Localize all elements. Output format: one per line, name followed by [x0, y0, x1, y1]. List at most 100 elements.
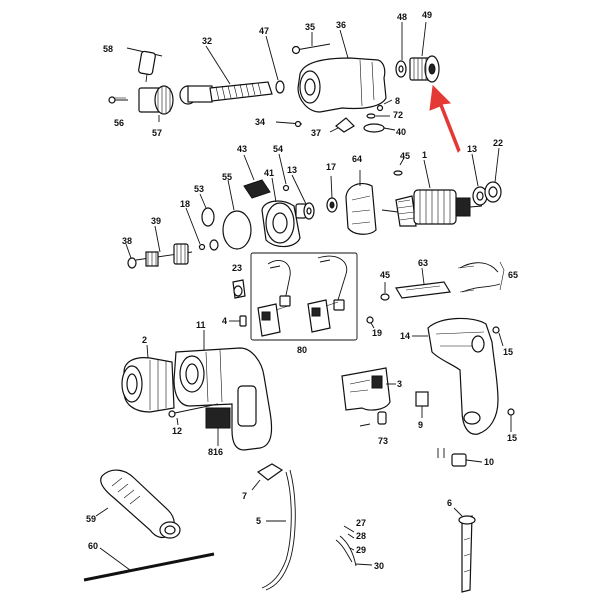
pin-18-part [185, 207, 206, 251]
screw-34-part [275, 120, 303, 128]
label-13-left: 13 [287, 165, 298, 175]
screw-4-part [229, 315, 247, 327]
chuck-part [138, 85, 174, 122]
spindle-ring-part [265, 35, 285, 94]
brush-kit-80-box [250, 252, 358, 341]
field-2-part [121, 344, 175, 413]
label-43: 43 [237, 144, 248, 154]
ring-40-part [363, 123, 396, 133]
washer-38-part [125, 243, 137, 269]
oring-55-part [222, 179, 252, 250]
label-53: 53 [194, 184, 205, 194]
switch-3-part [341, 367, 396, 411]
screw-15-bottom-part [507, 408, 515, 432]
label-15-bottom: 15 [507, 433, 518, 443]
ring-53-part [199, 193, 215, 227]
label-15-top: 15 [503, 347, 514, 357]
screw-8-part [376, 99, 393, 112]
label-4: 4 [222, 316, 228, 326]
label-40: 40 [396, 127, 407, 137]
label-1: 1 [422, 150, 428, 160]
label-49: 49 [422, 10, 433, 20]
label-39: 39 [151, 216, 162, 226]
spindle-part [179, 45, 273, 105]
part-9 [415, 391, 429, 418]
label-34: 34 [255, 117, 266, 127]
gear-housing-bolt-part [291, 32, 331, 55]
label-29: 29 [356, 545, 367, 555]
cable-5-part [261, 469, 296, 591]
label-47: 47 [259, 26, 270, 36]
label-37: 37 [311, 128, 322, 138]
strain-relief-7-part [251, 463, 284, 491]
screw-19-part [366, 316, 375, 329]
spring-72-part [366, 113, 390, 119]
label-27: 27 [356, 518, 367, 528]
label-18: 18 [180, 199, 191, 209]
armature-part [381, 159, 483, 227]
label-58: 58 [103, 44, 114, 54]
label-2: 2 [142, 335, 148, 345]
label-30: 30 [374, 561, 385, 571]
spring-54-part [278, 153, 290, 192]
label-9: 9 [418, 420, 424, 430]
label-63: 63 [418, 258, 429, 268]
screw-12-part [168, 403, 219, 426]
label-36: 36 [336, 20, 347, 30]
washer-45-mid-part [380, 282, 390, 301]
bearing-13-right-part [471, 153, 488, 206]
washer-small-part [209, 239, 219, 251]
label-55: 55 [222, 172, 233, 182]
washer-45-top-part [393, 157, 405, 176]
bearing-13-left-part [291, 174, 315, 220]
label-45-mid: 45 [380, 270, 391, 280]
gear-housing-part [297, 29, 387, 113]
tool-6-part [453, 507, 476, 593]
label-56: 56 [114, 118, 125, 128]
wire-set-65-part [457, 261, 505, 293]
label-65: 65 [508, 270, 519, 280]
washer-48-part [395, 22, 407, 78]
label-5: 5 [256, 516, 262, 526]
label-59: 59 [86, 514, 97, 524]
label-73: 73 [378, 436, 389, 446]
chuck-screw-part [108, 96, 128, 104]
suppressor-63-part [395, 267, 451, 299]
label-80: 80 [297, 345, 308, 355]
gear-49-part [409, 21, 440, 83]
trigger-73-part [359, 411, 387, 427]
label-72: 72 [393, 110, 404, 120]
motor-housing-11-part [173, 330, 273, 451]
handle-housing-14-part [412, 317, 499, 435]
label-54: 54 [273, 144, 284, 154]
side-handle-59-part [95, 469, 181, 539]
clip-23-part [232, 279, 246, 299]
housing-41-part [261, 177, 307, 248]
ring-22-part [484, 147, 502, 203]
label-3: 3 [397, 379, 403, 389]
label-10: 10 [484, 457, 495, 467]
wires-27-30-part [335, 525, 373, 567]
screw-15-top-part [492, 326, 504, 347]
label-13-right: 13 [467, 144, 478, 154]
depth-rod-60-part [83, 547, 215, 582]
label-19: 19 [372, 328, 383, 338]
label-38: 38 [122, 236, 133, 246]
label-32: 32 [202, 36, 213, 46]
label-60: 60 [88, 541, 99, 551]
baffle-64-part [345, 170, 377, 235]
label-6: 6 [447, 498, 453, 508]
label-22: 22 [493, 138, 504, 148]
label-23: 23 [232, 263, 243, 273]
label-28: 28 [356, 531, 367, 541]
selector-knob-37-part [329, 117, 355, 133]
intermediate-shaft-39-part [135, 225, 193, 267]
label-816: 816 [208, 447, 224, 457]
label-57: 57 [152, 128, 163, 138]
label-41: 41 [264, 168, 275, 178]
bearing-17-part [326, 175, 338, 213]
label-8: 8 [395, 96, 401, 106]
chuck-key-part [126, 47, 163, 83]
label-12: 12 [172, 426, 183, 436]
